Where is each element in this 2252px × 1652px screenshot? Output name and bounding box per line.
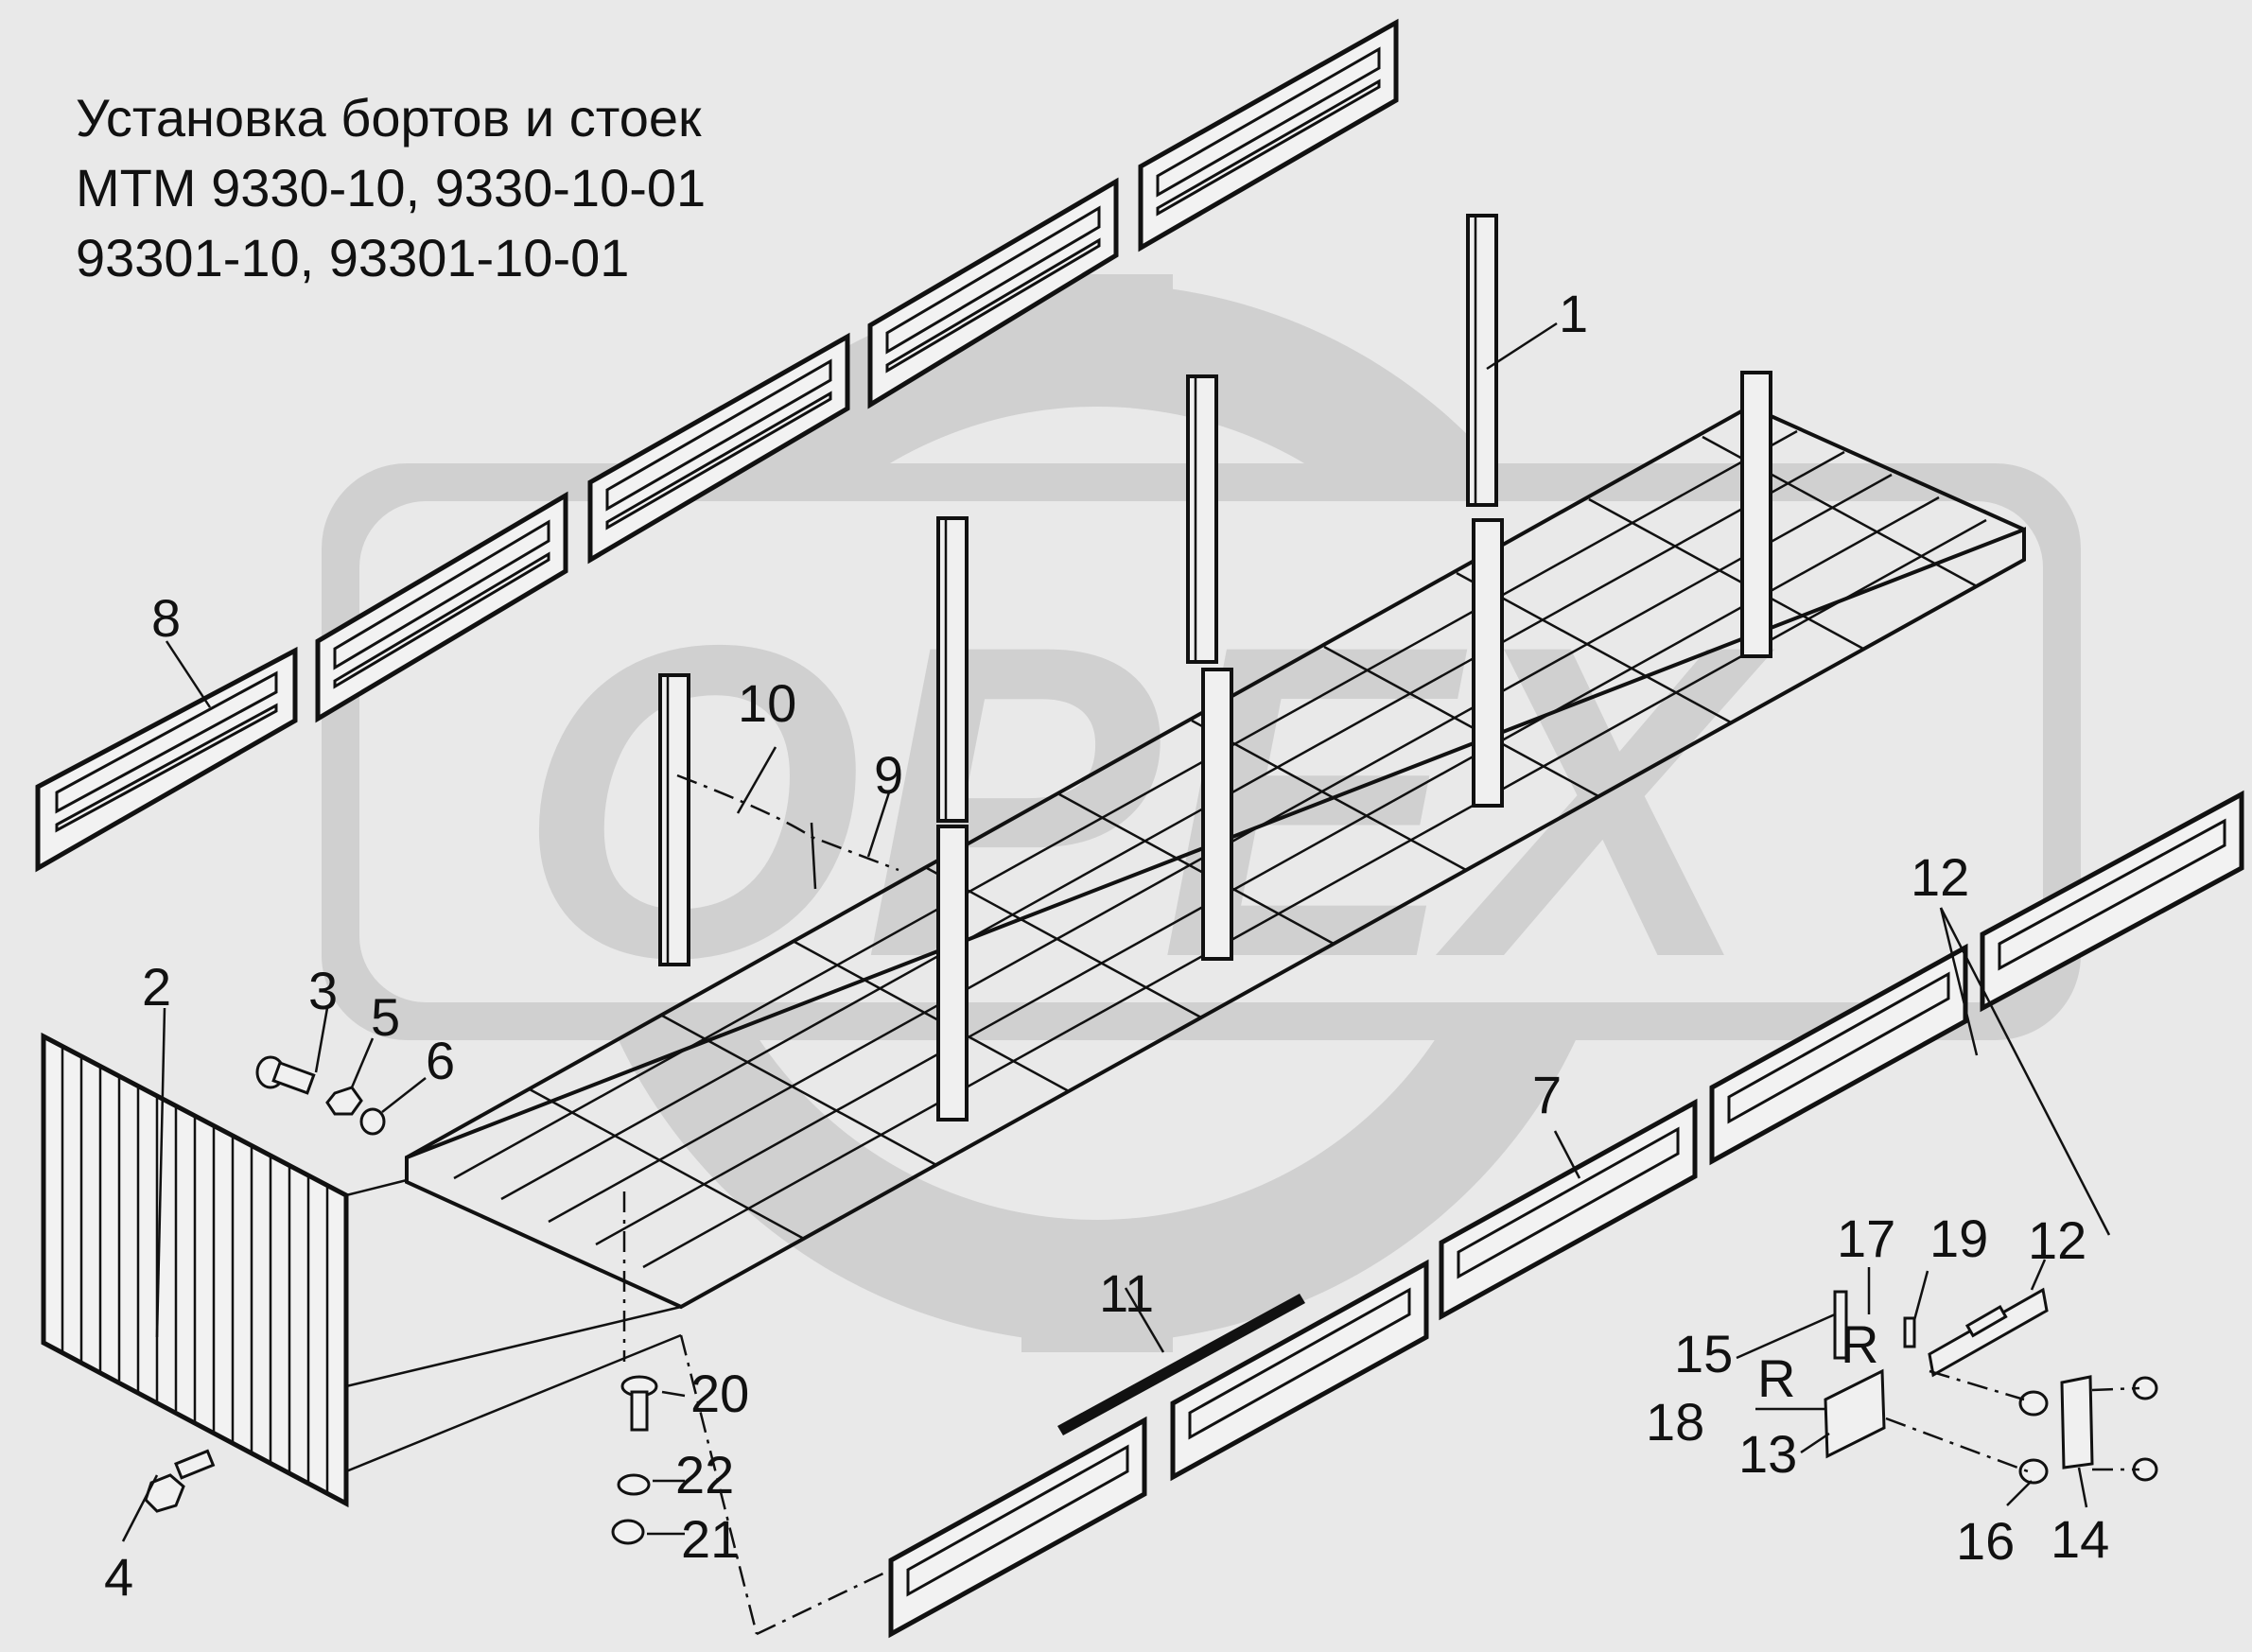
callout-13: 13 — [1738, 1424, 1798, 1484]
stake-4-lower — [1472, 518, 1504, 808]
bolt-3 — [255, 1055, 316, 1095]
callout-4: 4 — [104, 1547, 134, 1607]
side-board-lower-2 — [1170, 1259, 1429, 1482]
callout-17: 17 — [1837, 1209, 1896, 1268]
bracket-14 — [2060, 1375, 2094, 1469]
callout-r-lower: R — [1757, 1348, 1796, 1408]
callout-9: 9 — [874, 745, 904, 805]
callout-11: 11 — [1099, 1263, 1155, 1323]
callout-20: 20 — [690, 1364, 750, 1423]
watermark: ОРЕХ — [322, 274, 2081, 1352]
hinge-13 — [1824, 1368, 1886, 1459]
seal-strip — [1057, 1294, 1305, 1435]
side-board-upper-5 — [1138, 18, 1399, 252]
pin-15 — [1833, 1290, 1848, 1360]
nut-21 — [611, 1519, 645, 1545]
title-line-2: МТМ 9330-10, 9330-10-01 — [76, 158, 707, 217]
washer-22 — [617, 1473, 651, 1496]
callout-12-detail: 12 — [2028, 1210, 2087, 1270]
stake-3-lower — [1201, 668, 1233, 961]
callout-19: 19 — [1929, 1209, 1989, 1268]
callout-2: 2 — [142, 957, 172, 1017]
callout-21: 21 — [681, 1509, 741, 1569]
nut-5 — [325, 1086, 363, 1116]
stake-3-upper — [1186, 374, 1218, 664]
callout-22: 22 — [675, 1445, 735, 1504]
pin-19 — [1903, 1316, 1916, 1348]
side-board-lower-5 — [1980, 790, 2244, 1013]
title-line-3: 93301-10, 93301-10-01 — [76, 228, 630, 287]
bolt-4 — [144, 1449, 216, 1513]
callout-1: 1 — [1559, 284, 1589, 343]
callout-18: 18 — [1646, 1392, 1705, 1452]
callout-7: 7 — [1532, 1065, 1562, 1124]
side-boards-lower-row — [679, 790, 2244, 1639]
hinge-plate-12 — [1928, 1287, 2049, 1378]
callout-leaders — [155, 322, 2111, 1536]
drawing-title: Установка бортов и стоек МТМ 9330-10, 93… — [76, 83, 706, 293]
washer-6 — [359, 1107, 386, 1136]
callout-10: 10 — [738, 673, 797, 733]
nut-16 — [2018, 1390, 2049, 1485]
side-board-lower-1 — [888, 1416, 1147, 1639]
callout-14: 14 — [2051, 1509, 2110, 1569]
side-boards-upper-row — [35, 18, 1399, 873]
callout-15: 15 — [1674, 1324, 1734, 1383]
stake-2-lower — [936, 825, 969, 1122]
stake-5 — [1740, 371, 1772, 658]
callout-5: 5 — [371, 987, 401, 1047]
callout-3: 3 — [308, 961, 339, 1020]
callout-12-top: 12 — [1911, 847, 1970, 907]
callout-r-upper: R — [1841, 1314, 1879, 1374]
side-board-upper-1 — [35, 646, 298, 873]
stake-2-upper — [936, 516, 969, 823]
callout-8: 8 — [151, 588, 182, 648]
stake-1 — [658, 673, 690, 966]
fasteners-front — [121, 1007, 427, 1542]
side-board-upper-3 — [587, 332, 850, 565]
side-board-lower-4 — [1709, 943, 1968, 1166]
frame-crossmembers — [529, 435, 1978, 1241]
nuts-right — [2132, 1376, 2158, 1482]
stakes — [658, 214, 1772, 1122]
hinge-detail — [1824, 1287, 2158, 1485]
bolt-20 — [620, 1375, 658, 1432]
stake-4-upper — [1466, 214, 1498, 507]
side-board-upper-2 — [315, 491, 568, 723]
callout-16: 16 — [1956, 1511, 2016, 1571]
side-board-upper-4 — [867, 177, 1119, 409]
fasteners-bottom — [611, 1191, 658, 1545]
title-line-1: Установка бортов и стоек — [76, 88, 702, 148]
chain-assembly — [676, 774, 899, 890]
watermark-text: ОРЕХ — [517, 553, 1775, 1050]
front-board-ribs — [61, 1046, 329, 1492]
side-board-lower-3 — [1439, 1098, 1698, 1321]
callout-6: 6 — [426, 1031, 456, 1090]
